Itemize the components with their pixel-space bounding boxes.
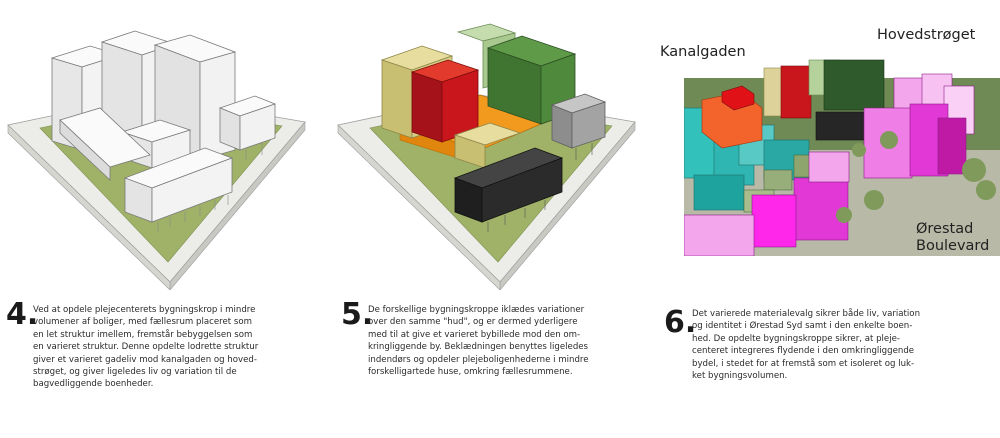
column-lines	[157, 143, 263, 232]
grey-block-right	[571, 101, 606, 149]
site-paving-edge-left	[7, 124, 171, 290]
column-lines	[487, 143, 593, 232]
black-block	[815, 111, 867, 141]
yellow-block-left	[381, 59, 413, 139]
black-block-right	[481, 157, 563, 223]
site-paving-edge-left	[337, 124, 501, 290]
step-text: Det varierede materialevalg sikrer både …	[692, 309, 921, 382]
diagram-colored-massing	[337, 23, 636, 290]
grey-block-left	[551, 104, 573, 149]
red-top-block	[721, 85, 755, 111]
label-kanalgaden: Kanalgaden	[660, 44, 746, 60]
red-block-left	[411, 71, 443, 143]
diagram-context-view	[684, 59, 1000, 256]
red-block	[780, 65, 812, 119]
label-orestad-boulevard: Ørestad Boulevard	[916, 221, 990, 254]
dark-green-block	[823, 59, 885, 111]
step-number: 6.	[664, 305, 697, 340]
diagram-white-massing	[7, 30, 306, 290]
trees	[836, 131, 996, 223]
step-number: 4.	[6, 297, 39, 332]
white-volumes	[50, 30, 277, 223]
step-number: 5.	[341, 297, 374, 332]
step-text: Ved at opdele plejecenterets bygningskro…	[33, 305, 259, 390]
magenta-blocks	[684, 73, 975, 256]
step-text: De forskellige bygningskroppe iklædes va…	[368, 305, 589, 378]
label-hovedstroget: Hovedstrøget	[877, 27, 976, 43]
